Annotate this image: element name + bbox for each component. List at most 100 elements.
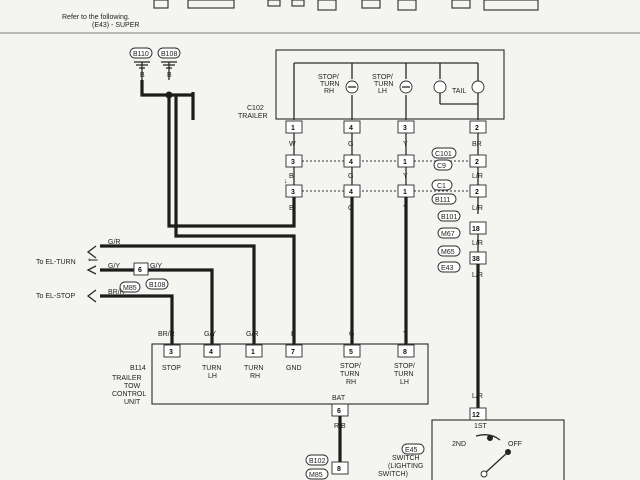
lamp-label: TAIL (452, 88, 466, 95)
switch-lever-icon (483, 451, 509, 475)
connector-code: B108 (149, 282, 165, 289)
wire-color: BR/R (158, 331, 175, 338)
pin-number: 2 (475, 125, 479, 132)
header-frame-i (483, 0, 539, 11)
connector-code: B101 (441, 214, 457, 221)
pin-number: 3 (169, 349, 173, 356)
pin-number: 3 (291, 159, 295, 166)
pin-function: LH (208, 373, 217, 380)
lamp-label: TURN (320, 81, 339, 88)
unit-pin-8: Y 8 STOP/ TURN LH (394, 331, 415, 386)
pin-function: LH (400, 379, 409, 386)
signal-wires (350, 197, 408, 345)
pin-number: 2 (475, 159, 479, 166)
switch-pos-2nd: 2ND (452, 441, 466, 448)
header-frame-b (187, 0, 235, 9)
to-el-turn-text: To EL-TURN (36, 259, 76, 266)
pin-function: TURN (394, 371, 413, 378)
unit-name: TRAILER (112, 375, 142, 382)
to-el-turn-branch: To EL-TURN ⟸ G/R G/Y 6 G/Y B108 (36, 239, 256, 345)
connector-code: E45 (405, 447, 418, 454)
wire-color: G (349, 331, 354, 338)
wire-color: G/R (246, 331, 258, 338)
pin-function: TURN (244, 365, 263, 372)
switch-name: SWITCH (392, 455, 420, 462)
lamp-stop-turn-lh: STOP/ TURN LH (372, 63, 413, 120)
pin-number: 3 (403, 125, 407, 132)
wire-color: G/Y (204, 331, 216, 338)
wire-color: B (140, 72, 145, 79)
pin-number: 5 (349, 349, 353, 356)
lamp-label: STOP/ (372, 74, 393, 81)
ground-code: B110 (133, 51, 149, 58)
pin-function: STOP/ (394, 363, 415, 370)
lr-chain: B101 18 M67 L/R M65 38 E43 L/R L/R (437, 197, 487, 408)
pin-number: 8 (403, 349, 407, 356)
switch-pivot (480, 470, 488, 478)
pin-function: TURN (202, 365, 221, 372)
header-frame-d (291, 0, 305, 7)
header-super-text: (E43) - SUPER (92, 22, 139, 29)
wire-color: Y (403, 173, 408, 180)
connector-code: B102 (309, 458, 325, 465)
unit-box (151, 343, 429, 405)
connector-c1: 3 4 1 2 C1 B111 (285, 179, 487, 205)
pin-number: 4 (349, 125, 353, 132)
wire-color: B (291, 331, 296, 338)
lamp-tail: TAIL (433, 62, 485, 120)
pin-number: 18 (472, 226, 480, 233)
pin-number: 1 (403, 159, 407, 166)
wire-color: L/R (472, 393, 483, 400)
trailer-pin-row: 1 4 3 2 W G Y BR (285, 120, 487, 148)
ground-b108: B108 B (157, 47, 181, 80)
lamp-label: LH (378, 88, 387, 95)
wire-color: B (289, 173, 294, 180)
bulb-icon (471, 80, 485, 94)
wire-color: G/R (108, 239, 120, 246)
wire-color: G/Y (150, 263, 162, 270)
header-frame-e (317, 0, 337, 11)
switch-contact (487, 435, 493, 441)
tow-control-unit: TRAILER TOW CONTROL UNIT B114 BR/R 3 STO… (112, 331, 429, 417)
wire-color: L/R (472, 240, 483, 247)
battery-feed: R/B 8 B102 M85 (305, 416, 349, 480)
connector-code: M67 (441, 231, 455, 238)
wire-color: B (289, 205, 294, 212)
switch-box (431, 419, 565, 480)
unit-name: UNIT (124, 399, 141, 406)
pin-number: 12 (472, 412, 480, 419)
pin-function: STOP/ (340, 363, 361, 370)
pin-number: 1 (251, 349, 255, 356)
lamp-label: TURN (374, 81, 393, 88)
trailer-code: C102 (247, 105, 264, 112)
pin-number: 38 (472, 256, 480, 263)
arrow-left-icon: ⟸ (88, 257, 98, 264)
wire-color: G (348, 173, 353, 180)
connector-code: M85 (123, 285, 137, 292)
unit-pin-4: G/Y 4 TURN LH (202, 331, 221, 380)
pin-number: 4 (349, 189, 353, 196)
bulb-icon (433, 80, 447, 94)
pin-number: 4 (209, 349, 213, 356)
trailer-name: TRAILER (238, 113, 268, 120)
header-frame-a (153, 0, 169, 9)
ground-code: B108 (161, 51, 177, 58)
wire-color: L/R (472, 173, 483, 180)
ground-harness (140, 80, 296, 345)
ground-b110: B110 B (129, 47, 153, 80)
connector-code: E43 (441, 265, 454, 272)
pin-function: TURN (340, 371, 359, 378)
wire-color: B (167, 72, 172, 79)
header-strip: Refer to the following. (E43) - SUPER (0, 0, 640, 34)
wire-color: G/Y (108, 263, 120, 270)
pin-number: 7 (291, 349, 295, 356)
to-el-stop-text: To EL-STOP (36, 293, 75, 300)
pin-number: 6 (337, 408, 341, 415)
trailer-harness (293, 133, 479, 185)
lighting-switch: 12 1ST 2ND OFF SWITCH (LIGHTING SWITCH) … (378, 407, 565, 480)
trailer-box (275, 49, 505, 120)
wire-color: BR (472, 141, 482, 148)
pin-number: 4 (349, 159, 353, 166)
wire-color: R/B (334, 423, 346, 430)
